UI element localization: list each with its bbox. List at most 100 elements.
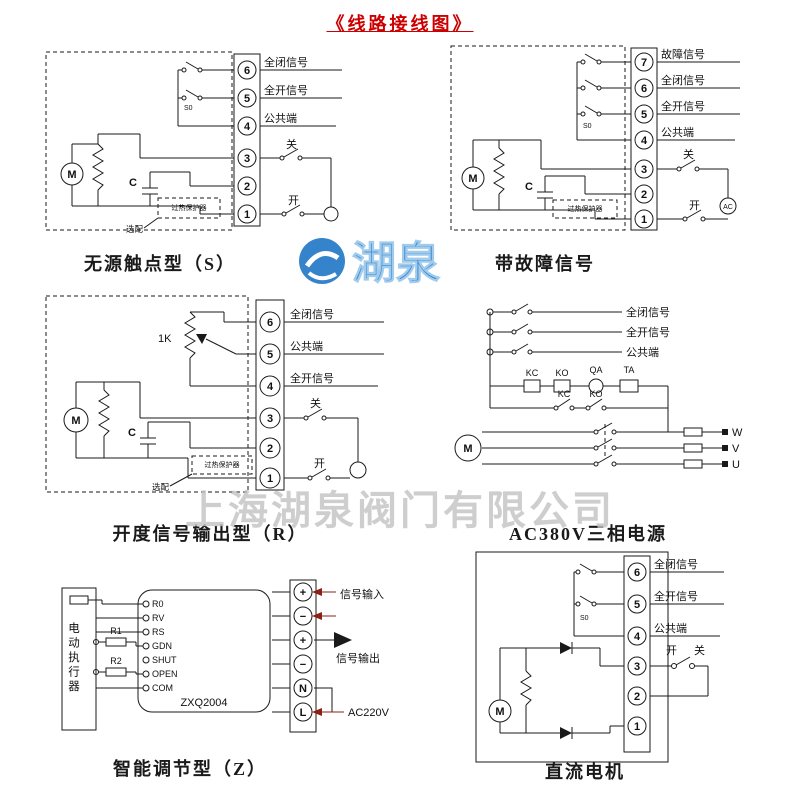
panel-feedback-type: 6 5 4 3 2 1 全闭信号 公共端 全开信号 1K [40,290,400,505]
motor-label: M [495,706,504,718]
indicator-lamp [322,157,339,222]
close-contact-switch [657,159,713,172]
thermal-protector-label: 过热保护器 [568,204,603,213]
potentiometer-label: 1K [158,333,172,345]
terminal-number: 2 [244,181,250,193]
open-contact-switch [284,468,350,481]
motor-winding [92,143,104,191]
label-close: 关 [310,396,321,410]
terminal-number: 5 [244,93,250,105]
signal-output-arrow [314,632,352,648]
limit-switches [177,61,234,127]
pin-r0: R0 [152,599,164,609]
terminal-number: 3 [267,413,273,425]
terminal-number: 4 [641,135,648,147]
label-open: 开 [689,200,700,212]
label-open: 开 [666,645,677,657]
label-full-closed: 全闭信号 [626,305,670,319]
terminal-number: 3 [244,153,250,165]
capacitor-symbol [140,437,156,445]
enclosure-outline [45,51,233,231]
limit-switches [576,53,631,141]
enclosure-outline [450,45,626,231]
label-kc-coil: KC [526,368,539,378]
signal-rows [486,303,622,408]
label-close: 关 [286,137,297,151]
terminal-number: 6 [634,567,640,579]
capacitor-symbol [537,191,553,199]
panel-ac380-three-phase: 全闭信号 全开信号 公共端 KC KO QA TA KC KO M [428,296,748,501]
terminal-minus: − [300,611,306,623]
label-ko-coil: KO [555,368,568,378]
enclosure-outline [475,551,669,763]
signal-wires [650,571,724,637]
label-full-closed: 全闭信号 [290,307,334,321]
terminal-number: 1 [244,209,250,221]
label-full-open: 全开信号 [290,371,334,385]
caption-feedback-type: 开度信号输出型（R） [112,524,308,544]
terminal-plus: + [300,635,306,647]
caption-passive-contact: 无源触点型（S） [83,254,236,274]
thermal-protector-box [191,455,253,475]
label-ko-contact: KO [589,389,602,399]
resistor-r2-label: R2 [110,656,122,666]
pin-shut: SHUT [152,655,177,665]
terminal-number: 4 [244,121,251,133]
panel-fault-signal: 7 6 5 4 3 2 1 故障信号 全闭信号 全开信号 公共端 关 [445,40,745,250]
close-contact-switch [284,408,346,421]
label-phase-u: U [732,459,740,471]
terminal-number: 6 [244,65,250,77]
fault-signal-diagram: 7 6 5 4 3 2 1 故障信号 全闭信号 全开信号 公共端 关 [450,45,740,231]
terminal-strip: 6 5 4 3 2 1 [233,53,261,227]
resistor-r1-label: R1 [110,626,122,636]
terminal-strip: 6 5 4 3 2 1 [623,555,651,753]
caption-fault-signal: 带故障信号 [495,254,595,274]
logo-text: 湖泉 [352,239,440,288]
pin-com: COM [152,683,173,693]
power-input-arrow [312,687,344,716]
terminal-neutral: N [299,683,307,695]
caption-ac380: AC380V三相电源 [509,524,667,544]
limit-switch-label: S0 [580,615,589,622]
optional-arrow [143,217,159,229]
label-full-open: 全开信号 [661,99,705,113]
terminal-number: 2 [641,189,647,201]
panel-dc-motor: 6 5 4 3 2 1 全闭信号 全开信号 公共端 开 关 [470,546,730,776]
passive-contact-diagram: 6 5 4 3 2 1 全闭信号 全开信号 公共端 关 开 [45,51,342,234]
label-full-closed: 全闭信号 [264,55,308,69]
potentiometer [184,311,256,387]
limit-switch-label: S0 [184,105,193,112]
terminal-number: 5 [267,349,273,361]
diode-2 [540,725,624,739]
ac380-diagram: 全闭信号 全开信号 公共端 KC KO QA TA KC KO M [454,303,743,471]
terminal-number: 6 [641,83,647,95]
dc-motor-diagram: 6 5 4 3 2 1 全闭信号 全开信号 公共端 开 关 [475,551,724,763]
motor-label: M [463,443,472,455]
signal-wires [284,321,384,387]
indicator-lamp [346,417,367,479]
indicator-lamp [713,168,737,215]
capacitor-label: C [128,427,136,439]
terminal-number: 4 [267,381,274,393]
label-close: 关 [683,147,694,161]
capacitor-label: C [129,177,137,189]
terminal-number: 2 [267,443,273,455]
thermal-protector-label: 过热保护器 [172,203,207,212]
logo-mark-icon [299,238,345,284]
motor-label: M [67,169,76,181]
capacitor-label: C [525,181,533,193]
optional-arrow [169,473,193,487]
label-full-open: 全开信号 [654,589,698,603]
panel-smart-regulation: R1 R2 R0 RV RS GDN SHUT OPEN COM ZXQ2004 [50,562,410,762]
internal-wiring [472,139,631,220]
label-common: 公共端 [626,346,659,359]
contactor-coil-row [490,378,668,394]
pin-gdn: GDN [152,641,172,651]
internal-wiring [71,133,234,215]
pin-rs: RS [152,627,165,637]
thermal-protector-box [157,197,221,219]
label-phase-w: W [732,427,743,439]
diode-1 [540,642,624,667]
close-contact-switch [260,148,322,161]
